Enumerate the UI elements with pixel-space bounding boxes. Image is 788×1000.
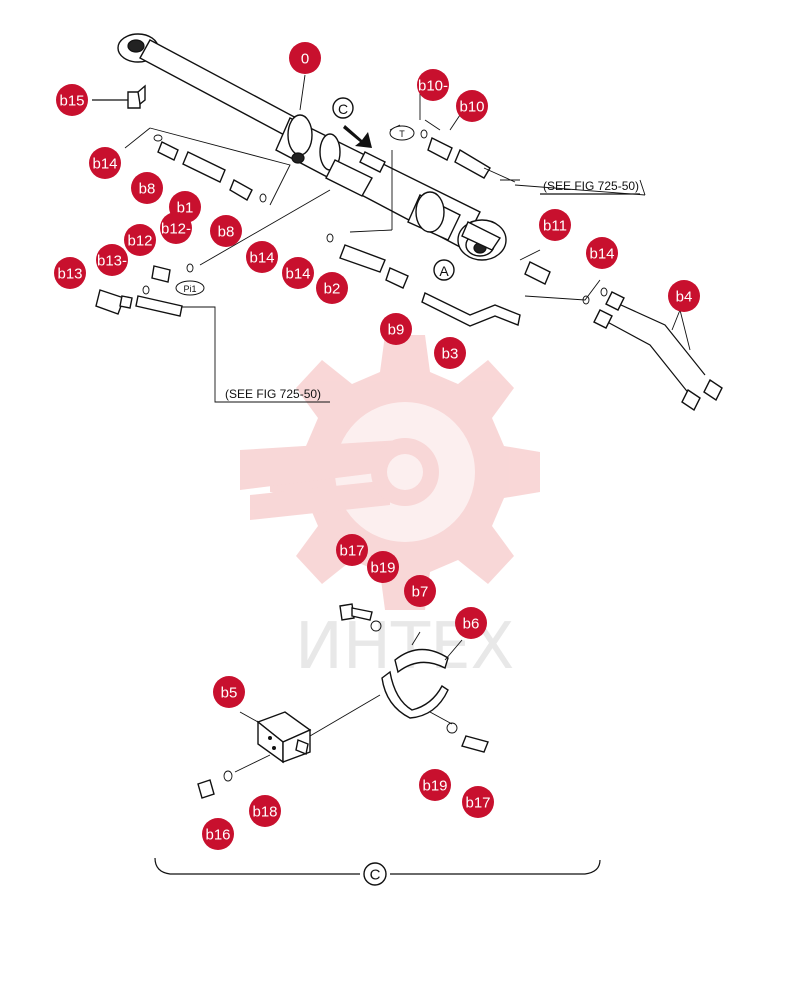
fig-ref-left: (SEE FIG 725-50) [225, 387, 321, 401]
fig-ref-right: (SEE FIG 725-50) [543, 179, 639, 193]
callout-label: b13- [97, 253, 127, 270]
svg-text:C: C [338, 101, 348, 117]
callout-label: b2 [324, 281, 341, 298]
callout-label: b7 [412, 584, 429, 601]
detail-c-parts [197, 603, 489, 799]
callout-b3: b3 [434, 337, 466, 369]
callout-label: b8 [218, 224, 235, 241]
callout-b12m: b12- [160, 212, 192, 244]
callout-label: b10 [459, 99, 484, 116]
callout-label: b16 [205, 827, 230, 844]
detail-c-bracket: C [154, 857, 601, 886]
callout-label: b19 [370, 560, 395, 577]
callout-b14c: b14 [282, 257, 314, 289]
fittings-right [420, 129, 608, 305]
callout-b17a: b17 [336, 534, 368, 566]
svg-text:Pi1: Pi1 [183, 284, 196, 294]
callout-b19b: b19 [419, 769, 451, 801]
callout-label: b14 [92, 156, 117, 173]
callout-b8b: b8 [210, 215, 242, 247]
callout-label: b8 [139, 181, 156, 198]
callout-b16: b16 [202, 818, 234, 850]
marker-pi1: Pi1 [175, 280, 205, 296]
callout-b8a: b8 [131, 172, 163, 204]
callout-b9: b9 [380, 313, 412, 345]
callout-b19a: b19 [367, 551, 399, 583]
callout-b15: b15 [56, 84, 88, 116]
tubes [421, 291, 723, 412]
callout-label: b18 [252, 804, 277, 821]
callout-b13m: b13- [96, 244, 128, 276]
callout-label: b12 [127, 233, 152, 250]
section-c-arrow [343, 125, 372, 148]
marker-a: A [433, 259, 455, 281]
main-cylinder [117, 33, 507, 261]
callout-label: b13 [57, 266, 82, 283]
callout-0: 0 [289, 42, 321, 74]
callout-label: b9 [388, 322, 405, 339]
callout-b11: b11 [539, 209, 571, 241]
callout-label: b1 [177, 200, 194, 217]
watermark-gear-logo [240, 335, 540, 610]
callout-label: b14 [589, 246, 614, 263]
callout-b12: b12 [124, 224, 156, 256]
callout-b4: b4 [668, 280, 700, 312]
callout-b14a: b14 [89, 147, 121, 179]
callout-b18: b18 [249, 795, 281, 827]
callout-b14b: b14 [246, 241, 278, 273]
callout-label: b17 [465, 795, 490, 812]
callouts: 0 b15 b14 b8 b1 b12 b12- b13- b13 b8 b14 b14 b2 b9 b3 b… [54, 42, 700, 850]
marker-t: T [389, 125, 415, 141]
callout-label: b12- [161, 221, 191, 238]
callout-label: b14 [285, 266, 310, 283]
fittings-left [95, 84, 409, 317]
svg-text:A: A [439, 263, 449, 279]
callout-b10m: b10- [417, 69, 449, 101]
callout-label: b10- [418, 78, 448, 95]
marker-c-bottom: C [370, 867, 381, 884]
callout-label: b19 [422, 778, 447, 795]
callout-label: b4 [676, 289, 693, 306]
callout-b13: b13 [54, 257, 86, 289]
callout-b6: b6 [455, 607, 487, 639]
svg-text:T: T [399, 129, 405, 139]
callout-label: b15 [59, 93, 84, 110]
callout-b10: b10 [456, 90, 488, 122]
callout-label: b11 [543, 218, 567, 235]
callout-label: b6 [463, 616, 480, 633]
marker-c-top: C [332, 97, 354, 119]
callout-b2: b2 [316, 272, 348, 304]
callout-b5: b5 [213, 676, 245, 708]
callout-b7: b7 [404, 575, 436, 607]
callout-b14d: b14 [586, 237, 618, 269]
callout-b17b: b17 [462, 786, 494, 818]
callout-label: b17 [339, 543, 364, 560]
callout-label: 0 [301, 51, 309, 68]
callout-label: b14 [249, 250, 274, 267]
callout-label: b5 [221, 685, 238, 702]
callout-label: b3 [442, 346, 459, 363]
